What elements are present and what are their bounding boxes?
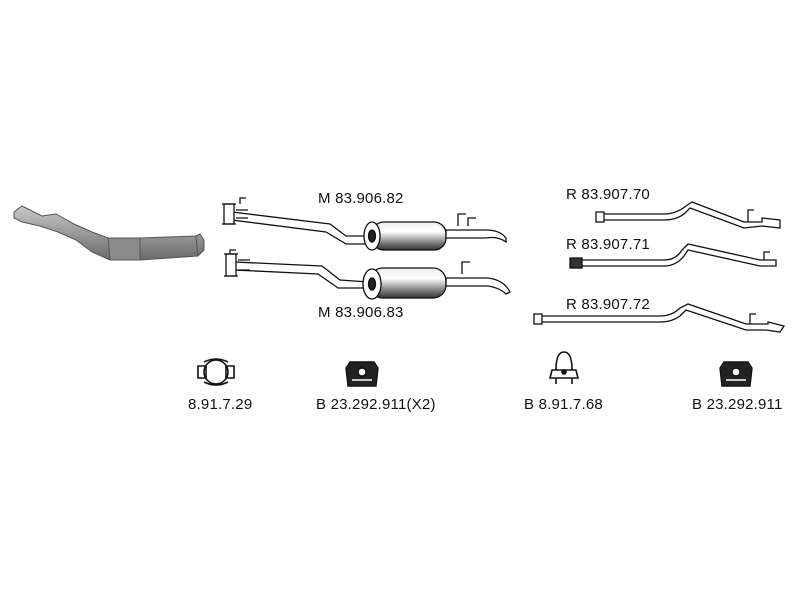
part-label-middle-lower: M 83.906.83 (318, 304, 404, 321)
part-label-rear-3: R 83.907.72 (566, 296, 650, 313)
part-label-clamp-1: 8.91.7.29 (188, 396, 253, 413)
rubber-mount-icon (345, 361, 379, 387)
part-label-middle-upper: M 83.906.82 (318, 190, 404, 207)
middle-muffler-lower-drawing (224, 249, 511, 300)
part-label-rear-1: R 83.907.70 (566, 186, 650, 203)
catalytic-converter-icon (13, 205, 205, 261)
pipe-clamp-icon (197, 358, 235, 386)
part-label-mount-2: B 23.292.911 (692, 396, 783, 413)
u-bolt-clamp-icon (548, 351, 580, 384)
middle-muffler-upper-drawing (222, 197, 507, 251)
rear-pipe-1-drawing (595, 201, 781, 229)
part-label-rear-2: R 83.907.71 (566, 236, 650, 253)
rear-pipe-2-drawing (569, 243, 777, 269)
part-label-mount-1: B 23.292.911(X2) (316, 396, 436, 413)
part-label-clamp-2: B 8.91.7.68 (524, 396, 603, 413)
rubber-mount-icon (719, 361, 753, 387)
rear-pipe-3-drawing (533, 303, 786, 333)
